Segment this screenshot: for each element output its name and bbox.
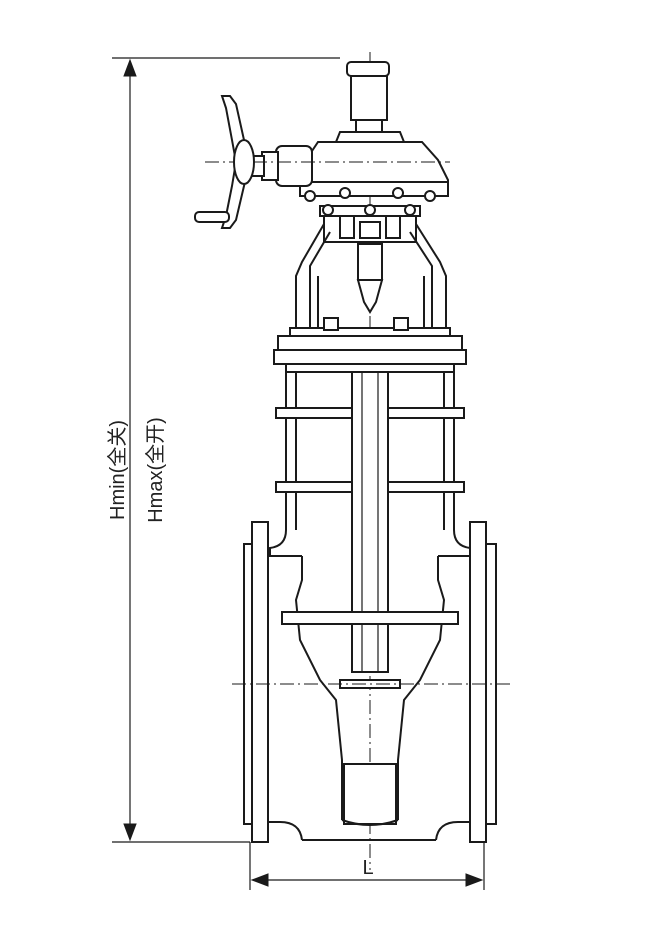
length-dimension [249,842,485,890]
hmin-label: Hmin(全关) [106,420,129,520]
yoke-bolt-row [319,204,421,243]
height-dimension [112,57,340,843]
valve-neck [269,529,471,820]
bonnet-flange [273,317,467,373]
hmax-label: Hmax(全开) [144,417,167,523]
left-end-flange [243,521,303,843]
length-label: L [362,857,373,879]
top-indicator-cap [334,61,406,143]
bonnet-body [275,371,465,673]
gate-wedge [339,679,401,826]
yoke [295,223,447,332]
handwheel [194,95,255,229]
gearbox [247,141,449,202]
right-end-flange [435,521,497,843]
